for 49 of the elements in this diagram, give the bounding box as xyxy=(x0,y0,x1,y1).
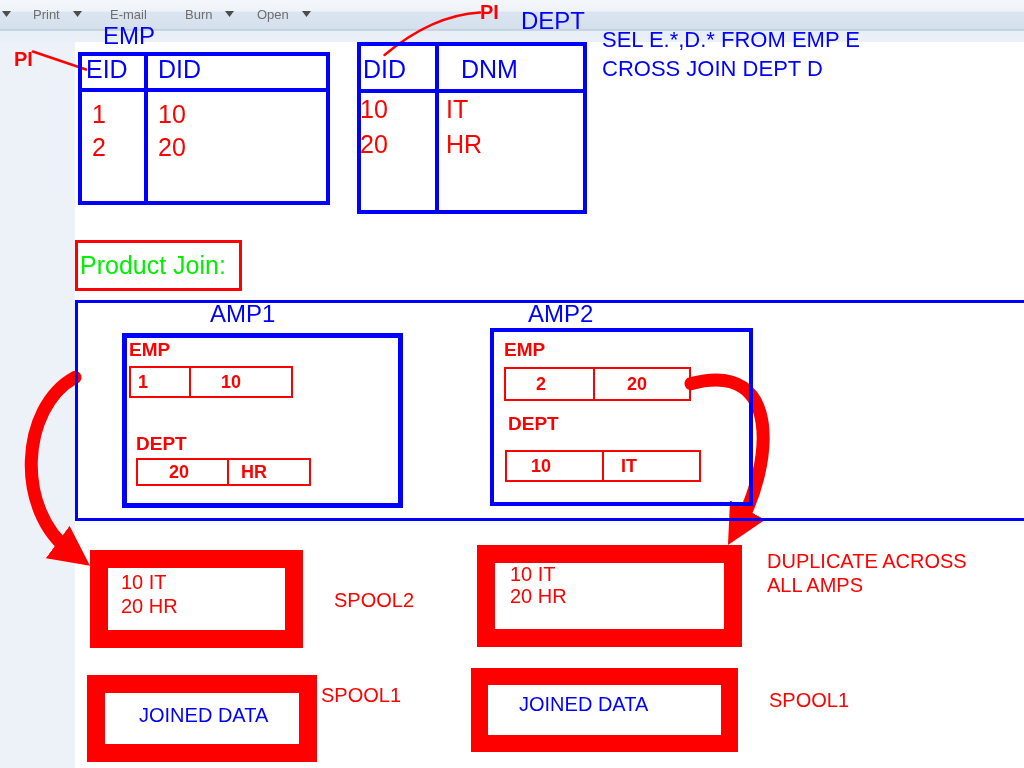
spool-label: SPOOL1 xyxy=(769,688,850,712)
sql-query-text: SEL E.*,D.* FROM EMP E CROSS JOIN DEPT D xyxy=(602,26,861,83)
print-menu-button: Print xyxy=(29,3,86,25)
framed-heading: Product Join: xyxy=(75,240,242,291)
table-name: EMP xyxy=(504,339,546,361)
cell-value: 10 xyxy=(360,94,388,125)
result-text: JOINED DATA xyxy=(139,703,269,727)
annotation-label: PI xyxy=(480,1,499,24)
cell-value: 20 xyxy=(360,129,388,160)
column-header: DID xyxy=(363,55,407,84)
email-button: E-mail xyxy=(106,3,151,25)
table-title: EMP xyxy=(103,22,155,50)
record-text: 10 IT xyxy=(510,563,556,585)
cell-value: 1 xyxy=(92,99,106,130)
column-header: EID xyxy=(86,55,128,84)
table-name: DEPT xyxy=(508,413,559,435)
table-name: DEPT xyxy=(136,433,187,455)
field-value: 10 xyxy=(531,455,552,478)
field-value: IT xyxy=(621,455,637,478)
field-value: 20 xyxy=(169,461,190,484)
result-text: JOINED DATA xyxy=(519,692,649,716)
field-value: 20 xyxy=(627,373,648,396)
record-text: 20 HR xyxy=(510,585,567,607)
cell-value: 2 xyxy=(92,132,106,163)
record-text: 20 HR xyxy=(121,594,178,618)
note-text: DUPLICATE ACROSS ALL AMPS xyxy=(767,549,968,597)
annotation-label: PI xyxy=(14,48,33,71)
leader-line xyxy=(31,50,88,71)
table-title: DEPT xyxy=(521,7,585,35)
field-value: 10 xyxy=(221,371,242,394)
cell-value: HR xyxy=(446,129,483,160)
amp-label: AMP1 xyxy=(210,302,276,326)
field-value: 2 xyxy=(536,373,546,396)
column-header: DID xyxy=(158,55,202,84)
curved-arrow xyxy=(24,370,89,568)
cell-value: 10 xyxy=(158,99,186,130)
amp-container xyxy=(75,300,1024,521)
open-menu-button: Open xyxy=(253,3,315,25)
spool-label: SPOOL1 xyxy=(321,683,402,707)
table-name: EMP xyxy=(129,339,171,361)
spool-label: SPOOL2 xyxy=(334,588,415,612)
field-value: 1 xyxy=(138,371,148,394)
burn-menu-button: Burn xyxy=(181,3,239,25)
column-header: DNM xyxy=(461,55,518,84)
amp-label: AMP2 xyxy=(528,302,594,326)
cell-value: IT xyxy=(446,94,469,125)
field-value: HR xyxy=(241,461,267,484)
record-text: 10 IT xyxy=(121,570,167,594)
cell-value: 20 xyxy=(158,132,186,163)
